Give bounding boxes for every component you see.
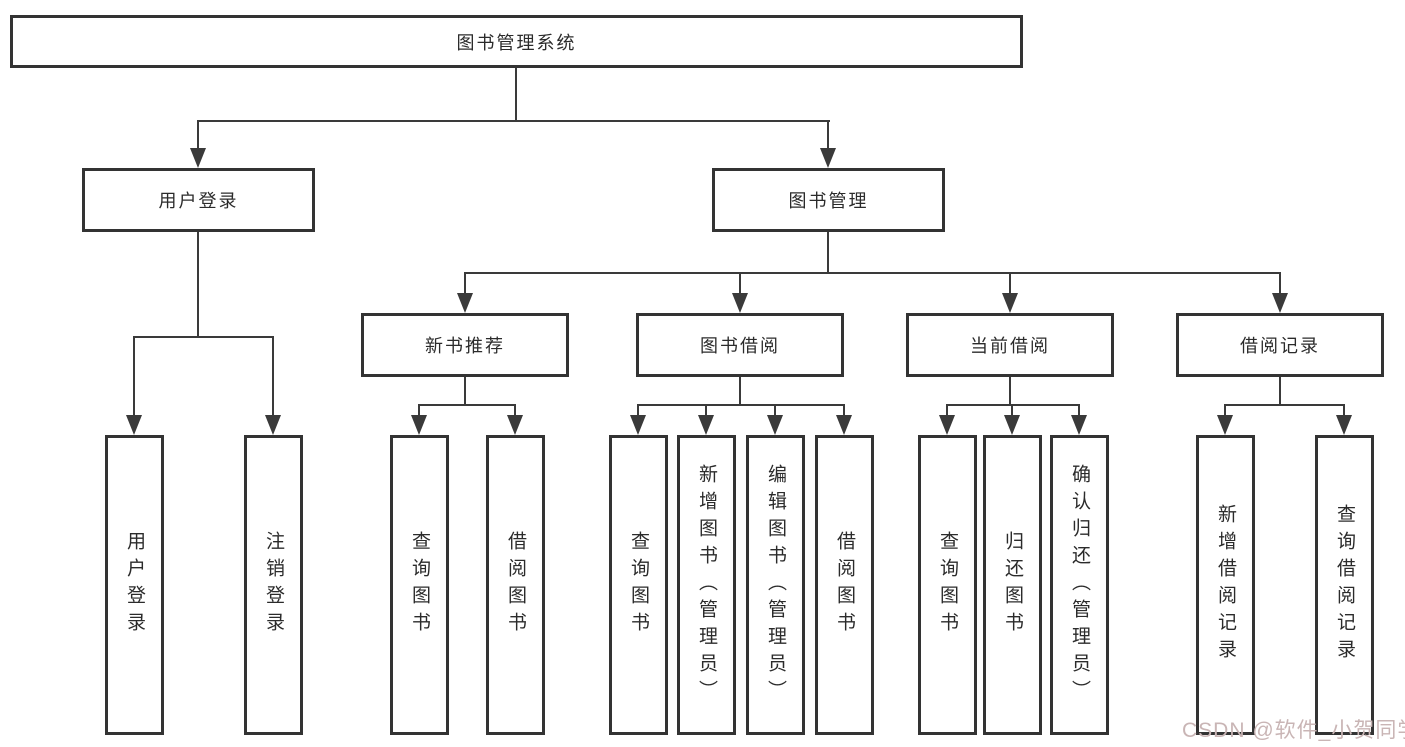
node-label: 借阅图书	[834, 531, 855, 639]
node-borrow-records: 借阅记录	[1176, 313, 1384, 377]
node-leaf-query-books-2: 查询图书	[609, 435, 668, 735]
node-label: 归还图书	[1002, 531, 1023, 639]
connector-drop-leaf	[637, 404, 639, 417]
node-leaf-query-books-1: 查询图书	[390, 435, 449, 735]
node-leaf-user-login: 用户登录	[105, 435, 164, 735]
connector-drop-leaf	[705, 404, 707, 417]
arrowhead-icon	[732, 293, 748, 313]
connector-drop-borrow	[739, 272, 741, 295]
arrowhead-icon	[1002, 293, 1018, 313]
arrowhead-icon	[411, 415, 427, 435]
arrowhead-icon	[507, 415, 523, 435]
connector-drop-leaf	[514, 404, 516, 417]
connector-borrow-bar	[637, 404, 845, 406]
connector-drop-leaf	[1343, 404, 1345, 417]
arrowhead-icon	[1272, 293, 1288, 313]
connector-drop-leaf	[418, 404, 420, 417]
node-leaf-borrow-books-1: 借阅图书	[486, 435, 545, 735]
connector-drop-bookmgmt	[827, 120, 829, 152]
node-leaf-add-borrow-record: 新增借阅记录	[1196, 435, 1255, 735]
arrowhead-icon	[190, 148, 206, 168]
node-leaf-edit-books-admin: 编辑图书（管理员）	[746, 435, 805, 735]
node-label: 借阅记录	[1240, 336, 1320, 356]
arrowhead-icon	[265, 415, 281, 435]
arrowhead-icon	[939, 415, 955, 435]
csdn-watermark: CSDN @软件_小贺同学	[1182, 719, 1405, 742]
node-leaf-query-books-3: 查询图书	[918, 435, 977, 735]
connector-current-bar	[946, 404, 1080, 406]
node-label: 新增图书（管理员）	[696, 463, 717, 707]
node-leaf-query-borrow-record: 查询借阅记录	[1315, 435, 1374, 735]
connector-borrow-stub	[739, 377, 741, 406]
connector-root-bar	[197, 120, 830, 122]
node-label: 当前借阅	[970, 336, 1050, 356]
node-leaf-logout: 注销登录	[244, 435, 303, 735]
connector-drop-leaf	[272, 336, 274, 418]
node-current-borrow: 当前借阅	[906, 313, 1114, 377]
node-label: 新书推荐	[425, 336, 505, 356]
node-label: 用户登录	[158, 191, 239, 211]
connector-root-stub	[515, 68, 517, 121]
arrowhead-icon	[1336, 415, 1352, 435]
node-label: 用户登录	[124, 531, 145, 639]
arrowhead-icon	[1004, 415, 1020, 435]
arrowhead-icon	[126, 415, 142, 435]
node-label: 编辑图书（管理员）	[765, 463, 786, 707]
arrowhead-icon	[836, 415, 852, 435]
node-label: 借阅图书	[505, 531, 526, 639]
connector-drop-records	[1279, 272, 1281, 295]
connector-drop-leaf	[946, 404, 948, 417]
node-label: 图书管理	[788, 191, 869, 211]
connector-bookmgmt-stub	[827, 232, 829, 274]
connector-drop-login	[197, 120, 199, 152]
node-label: 新增借阅记录	[1215, 504, 1236, 666]
connector-records-stub	[1279, 377, 1281, 406]
connector-recommend-stub	[464, 377, 466, 406]
node-label: 查询借阅记录	[1334, 504, 1355, 666]
arrowhead-icon	[820, 148, 836, 168]
node-label: 查询图书	[937, 531, 958, 639]
connector-drop-recommend	[464, 272, 466, 295]
connector-drop-leaf	[133, 336, 135, 418]
node-label: 图书管理系统	[456, 32, 577, 53]
arrowhead-icon	[1071, 415, 1087, 435]
node-leaf-add-books-admin: 新增图书（管理员）	[677, 435, 736, 735]
arrowhead-icon	[767, 415, 783, 435]
node-leaf-borrow-books-2: 借阅图书	[815, 435, 874, 735]
arrowhead-icon	[630, 415, 646, 435]
connector-current-stub	[1009, 377, 1011, 406]
connector-bookmgmt-bar	[464, 272, 1281, 274]
node-leaf-confirm-return-admin: 确认归还（管理员）	[1050, 435, 1109, 735]
connector-recommend-bar	[418, 404, 516, 406]
connector-drop-leaf	[774, 404, 776, 417]
connector-drop-leaf	[1224, 404, 1226, 417]
connector-drop-leaf	[843, 404, 845, 417]
node-new-book-recommend: 新书推荐	[361, 313, 569, 377]
node-leaf-return-books: 归还图书	[983, 435, 1042, 735]
node-book-management: 图书管理	[712, 168, 945, 232]
connector-drop-leaf	[1011, 404, 1013, 417]
node-book-borrow: 图书借阅	[636, 313, 844, 377]
connector-records-bar	[1224, 404, 1345, 406]
arrowhead-icon	[1217, 415, 1233, 435]
node-label: 查询图书	[409, 531, 430, 639]
connector-login-stub	[197, 232, 199, 338]
connector-drop-current	[1009, 272, 1011, 295]
node-root-system: 图书管理系统	[10, 15, 1023, 68]
connector-drop-leaf	[1078, 404, 1080, 417]
node-label: 查询图书	[628, 531, 649, 639]
connector-login-bar	[133, 336, 274, 338]
arrowhead-icon	[698, 415, 714, 435]
node-label: 图书借阅	[700, 336, 780, 356]
node-label: 注销登录	[263, 531, 284, 639]
node-user-login: 用户登录	[82, 168, 315, 232]
node-label: 确认归还（管理员）	[1069, 463, 1090, 707]
arrowhead-icon	[457, 293, 473, 313]
